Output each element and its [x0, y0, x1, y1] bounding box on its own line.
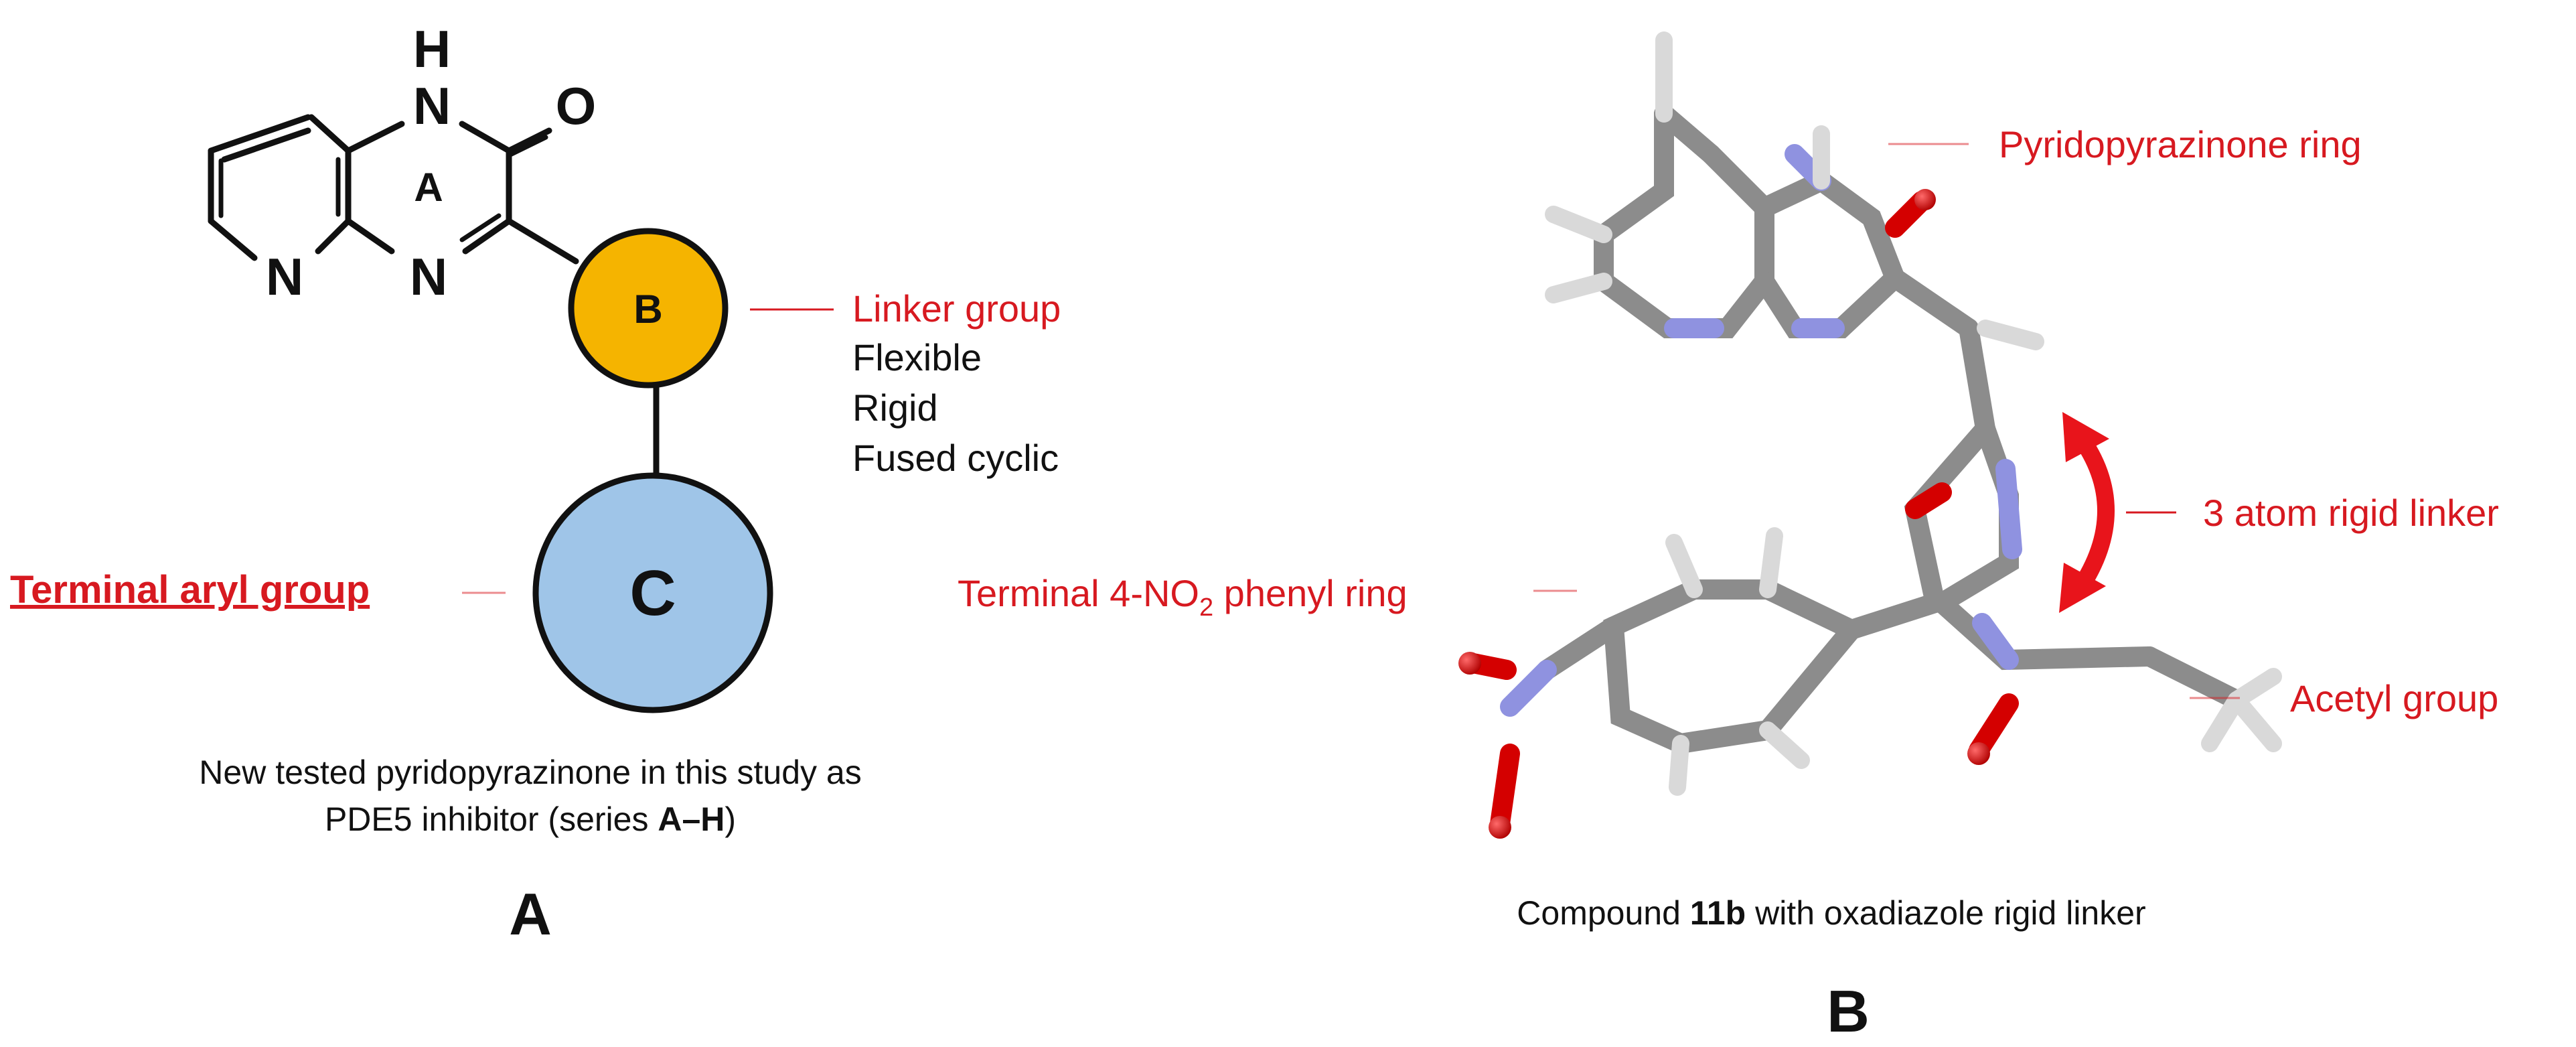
- panel-b-label: B: [1827, 978, 1870, 1044]
- pyridopyrazinone-skeleton: [208, 114, 660, 486]
- atom-pyridine-n-label: N: [266, 247, 303, 306]
- linker-group-title: Linker group: [852, 287, 1061, 330]
- atom-carbonyl-o-label: O: [556, 76, 597, 135]
- molecule-3d-model: [1458, 31, 2282, 839]
- ring-c-label: C: [629, 557, 676, 629]
- linker-type-flexible: Flexible: [852, 336, 982, 378]
- terminal-circle-c: [532, 472, 773, 713]
- label-terminal-phenyl-ring: Terminal 4-NO2 phenyl ring: [958, 572, 1408, 622]
- label-pyridopyrazinone-ring: Pyridopyrazinone ring: [1999, 123, 2362, 165]
- terminal-aryl-label: Terminal aryl group: [10, 568, 370, 612]
- atom-pyrazine-n-label: N: [410, 247, 447, 306]
- atom-h-label: H: [413, 19, 451, 78]
- panel-a-caption-line1: New tested pyridopyrazinone in this stud…: [199, 754, 861, 791]
- panel-a-caption-line2: PDE5 inhibitor (series A–H): [325, 800, 736, 838]
- label-acetyl-group: Acetyl group: [2290, 677, 2498, 719]
- ring-a-label: A: [414, 165, 443, 210]
- nitro-oxygen-atom-2: [1489, 816, 1511, 839]
- linker-type-rigid: Rigid: [852, 387, 938, 429]
- label-3-atom-rigid-linker: 3 atom rigid linker: [2203, 492, 2499, 534]
- arrow-head-bottom: [2059, 563, 2106, 613]
- rigid-linker-arc: [2070, 427, 2115, 598]
- panel-b: Pyridopyrazinone ring 3 atom rigid linke…: [958, 31, 2499, 1044]
- panel-b-caption: Compound 11b with oxadiazole rigid linke…: [1517, 894, 2145, 932]
- acetyl-oxygen-atom: [1967, 742, 1990, 765]
- linker-type-fused-cyclic: Fused cyclic: [852, 437, 1059, 479]
- carbonyl-oxygen-atom: [1914, 189, 1936, 210]
- arrow-head-top: [2062, 412, 2109, 462]
- panel-a: H N O N N A B C Linker group Flexible Ri…: [10, 19, 1061, 947]
- nitro-oxygen-atom-1: [1458, 652, 1481, 675]
- ring-b-label: B: [633, 287, 662, 332]
- linker-circle-b: [568, 228, 729, 389]
- panel-a-label: A: [509, 881, 552, 947]
- atom-nh-label: N: [413, 76, 451, 135]
